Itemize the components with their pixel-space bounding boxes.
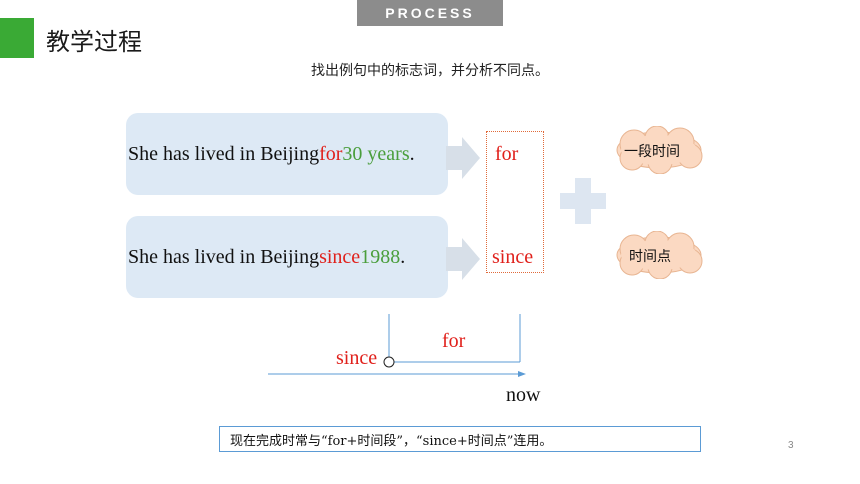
- instruction-text: 找出例句中的标志词，并分析不同点。: [311, 63, 549, 79]
- sentence-prefix: She has lived in Beijing: [128, 245, 320, 268]
- sentence-value: 30 years: [342, 142, 410, 165]
- sentence-keyword-for: for: [319, 142, 343, 165]
- sentence-prefix: She has lived in Beijing: [128, 142, 320, 165]
- keyword-for: for: [495, 143, 519, 165]
- keyword-since: since: [492, 246, 534, 268]
- page-number: 3: [788, 440, 794, 451]
- sentence-value: 1988: [360, 245, 401, 268]
- arrow-right-icon: [446, 238, 480, 280]
- keyword-box: [486, 131, 544, 273]
- sentence-box-for: She has lived in Beijing for 30 years.: [126, 113, 448, 195]
- sentence-box-since: She has lived in Beijing since 1988.: [126, 216, 448, 298]
- sentence-suffix: .: [400, 245, 406, 268]
- timeline-since-label: since: [336, 347, 378, 369]
- summary-note: 现在完成时常与“for+时间段”，“since+时间点”连用。: [219, 426, 701, 452]
- plus-icon: [560, 178, 606, 224]
- timeline-for-label: for: [442, 330, 466, 352]
- title-accent-bar: [0, 18, 34, 58]
- cloud-shape: [616, 231, 703, 279]
- sentence-keyword-since: since: [319, 245, 361, 268]
- page-title: 教学过程: [46, 28, 142, 56]
- timeline-now-label: now: [506, 384, 541, 406]
- arrow-right-icon: [446, 137, 480, 179]
- cloud-label-duration: 一段时间: [624, 144, 680, 160]
- timeline-diagram: [268, 314, 526, 377]
- cloud-shape: [616, 126, 703, 174]
- sentence-suffix: .: [409, 142, 415, 165]
- cloud-label-point: 时间点: [629, 249, 671, 265]
- process-tag: PROCESS: [357, 0, 503, 26]
